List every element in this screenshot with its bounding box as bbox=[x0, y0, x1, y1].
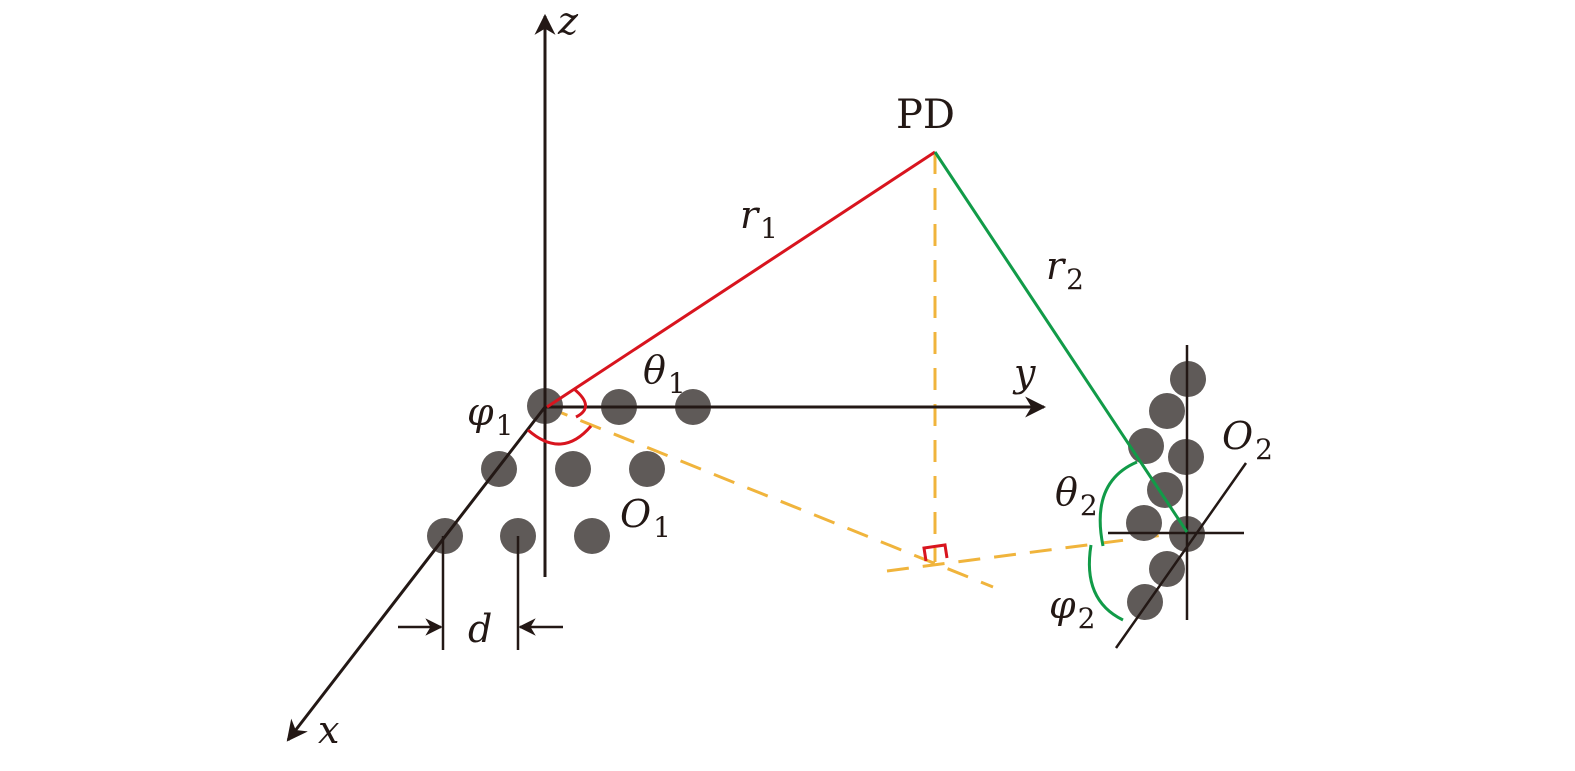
x-axis bbox=[286, 406, 547, 742]
o1-ground-projection bbox=[546, 405, 994, 589]
r1-sub: 1 bbox=[760, 212, 778, 245]
phi2-label: φ2 bbox=[1049, 583, 1095, 635]
o2-label: O2 bbox=[1222, 414, 1273, 466]
r2-label: r2 bbox=[1046, 244, 1084, 296]
theta1-arc bbox=[573, 387, 587, 419]
phi2-arc bbox=[1087, 544, 1124, 622]
phi2-main: φ bbox=[1049, 583, 1076, 627]
pd-label: PD bbox=[896, 92, 955, 138]
x-axis-label: x bbox=[318, 708, 339, 752]
spacing-label: d bbox=[468, 607, 492, 651]
theta2-label: θ2 bbox=[1055, 470, 1098, 522]
theta1-sub: 1 bbox=[668, 367, 686, 400]
y-axis-label: y bbox=[1012, 351, 1036, 395]
right-angle-marker bbox=[922, 543, 949, 562]
led-2-3 bbox=[1128, 428, 1164, 464]
o2-diagonal-axis bbox=[1114, 462, 1248, 649]
theta1-label: θ1 bbox=[643, 348, 686, 400]
phi1-arc bbox=[527, 425, 593, 446]
led-2-8 bbox=[1149, 551, 1185, 587]
axes bbox=[286, 13, 1047, 742]
led-2-2 bbox=[1149, 393, 1185, 429]
z-axis-label: z bbox=[557, 0, 579, 43]
led-1-5 bbox=[555, 451, 591, 487]
ray-r2 bbox=[933, 151, 1189, 533]
spacing-marker bbox=[398, 536, 563, 650]
theta1-main: θ bbox=[643, 348, 666, 392]
r2-sub: 2 bbox=[1066, 263, 1084, 296]
led-2-6 bbox=[1126, 505, 1162, 541]
phi1-main: φ bbox=[467, 390, 494, 434]
r2-main: r bbox=[1046, 244, 1067, 288]
ray-r1 bbox=[546, 150, 936, 409]
o1-main: O bbox=[620, 492, 651, 536]
phi2-sub: 2 bbox=[1078, 602, 1096, 635]
led-array-2 bbox=[1126, 361, 1206, 620]
phi1-sub: 1 bbox=[496, 409, 514, 442]
theta2-sub: 2 bbox=[1080, 489, 1098, 522]
led-1-9 bbox=[574, 518, 610, 554]
theta2-main: θ bbox=[1055, 470, 1078, 514]
led-2-5 bbox=[1147, 472, 1183, 508]
phi1-label: φ1 bbox=[467, 390, 513, 442]
r1-label: r1 bbox=[740, 193, 778, 245]
o2-sub: 2 bbox=[1255, 433, 1273, 466]
led-1-6 bbox=[629, 451, 665, 487]
o2-main: O bbox=[1222, 414, 1253, 458]
o1-label: O1 bbox=[620, 492, 671, 544]
o2-local-axes bbox=[1108, 345, 1248, 649]
o1-sub: 1 bbox=[653, 511, 671, 544]
theta2-arc bbox=[1098, 460, 1138, 547]
r1-main: r bbox=[740, 193, 761, 237]
